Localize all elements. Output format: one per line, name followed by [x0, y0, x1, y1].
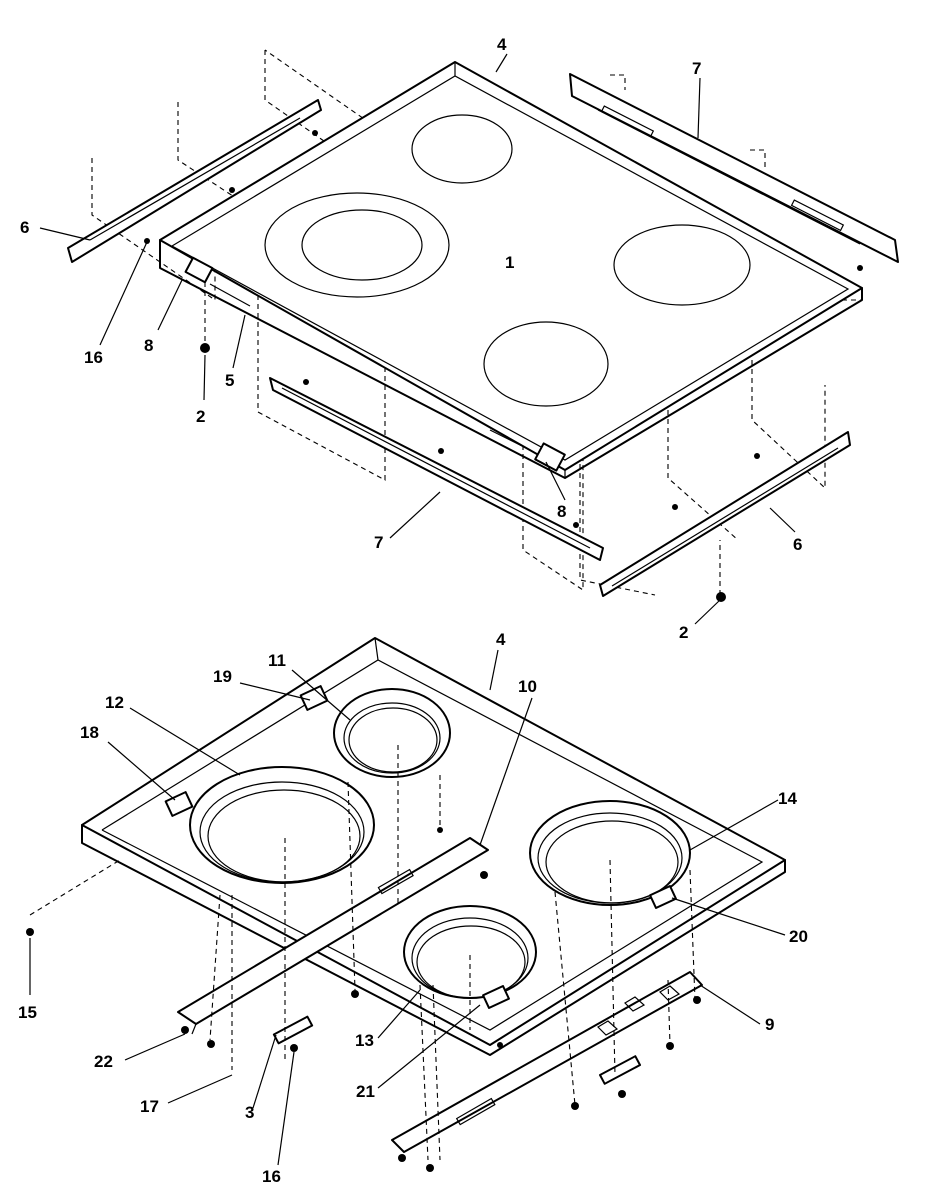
callout-4-bottom: 4 — [496, 630, 506, 649]
callout-5: 5 — [225, 371, 234, 390]
alignment-guides-bottom — [29, 745, 696, 1161]
burner-ring-rear-left — [333, 688, 451, 778]
trim-strip-bottom-7 — [269, 377, 604, 561]
callout-12: 12 — [105, 693, 124, 712]
burner-outlines-top — [264, 114, 751, 407]
callout-labels-bottom: 4 11 10 19 12 18 14 20 15 9 22 17 3 16 1… — [18, 630, 808, 1186]
callout-8-right: 8 — [557, 502, 566, 521]
callout-7-right: 7 — [692, 59, 701, 78]
callout-15: 15 — [18, 1003, 37, 1022]
trim-strip-left-6 — [67, 99, 322, 263]
callout-11: 11 — [268, 651, 286, 670]
front-bar-9 — [391, 971, 703, 1153]
screws-bottom — [26, 827, 701, 1172]
ring-brackets — [164, 685, 677, 1009]
support-bar-10 — [177, 837, 489, 1035]
callout-22: 22 — [94, 1052, 113, 1071]
callout-17: 17 — [140, 1097, 159, 1116]
screws-top — [144, 130, 863, 602]
leader-lines-bottom — [29, 649, 786, 1166]
cooktop-top-frame — [159, 61, 863, 479]
burner-ring-right — [529, 800, 691, 906]
callout-18: 18 — [80, 723, 99, 742]
burner-ring-front — [403, 905, 537, 999]
callout-3: 3 — [245, 1103, 254, 1122]
callout-13: 13 — [355, 1031, 374, 1050]
callout-1: 1 — [505, 253, 514, 272]
bottom-assembly: 4 11 10 19 12 18 14 20 15 9 22 17 3 16 1… — [18, 630, 808, 1186]
callout-20: 20 — [789, 927, 808, 946]
callout-14: 14 — [778, 789, 797, 808]
burner-ring-front-left — [189, 766, 375, 884]
callout-10: 10 — [518, 677, 537, 696]
callout-19: 19 — [213, 667, 232, 686]
callout-9: 9 — [765, 1015, 774, 1034]
callout-labels-top: 4 7 6 16 8 5 2 1 7 8 6 2 — [20, 35, 802, 642]
callout-6-left: 6 — [20, 218, 29, 237]
callout-21: 21 — [356, 1082, 375, 1101]
callout-7-bottom: 7 — [374, 533, 383, 552]
trim-strip-right-7 — [569, 73, 899, 263]
callout-8-left: 8 — [144, 336, 153, 355]
callout-2-right: 2 — [679, 623, 688, 642]
top-assembly: 4 7 6 16 8 5 2 1 7 8 6 2 — [20, 35, 899, 642]
callout-16-bottom: 16 — [262, 1167, 281, 1186]
callout-16-top: 16 — [84, 348, 103, 367]
clip-3 — [272, 1015, 642, 1085]
callout-2-left: 2 — [196, 407, 205, 426]
trim-strip-right-6 — [599, 431, 851, 597]
leader-lines-top — [39, 53, 796, 625]
callout-4-top: 4 — [497, 35, 507, 54]
callout-6-right: 6 — [793, 535, 802, 554]
